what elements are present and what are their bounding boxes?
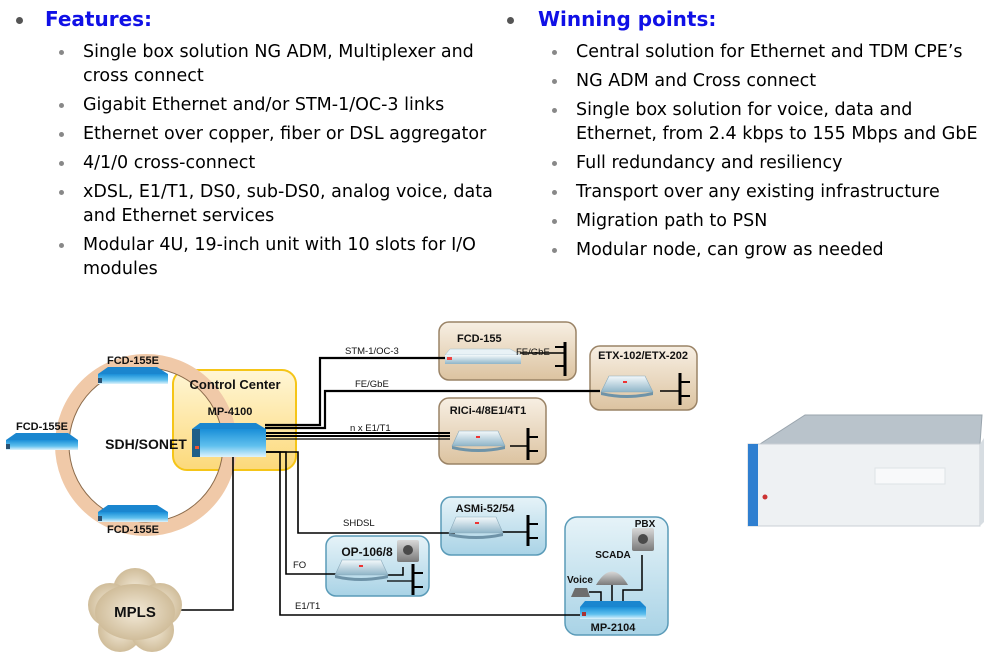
feature-item: Modular 4U, 19-inch unit with 10 slots f… xyxy=(59,233,498,281)
winning-point-item: Single box solution for voice, data and … xyxy=(552,98,996,146)
link-fegbe-label: FE/GbE xyxy=(355,379,389,390)
bullet-icon xyxy=(59,132,64,137)
asmi-label: ASMi-52/54 xyxy=(456,503,516,515)
scada-label: SCADA xyxy=(595,550,631,561)
pbx-label: PBX xyxy=(635,519,656,530)
scada-icon xyxy=(596,571,628,585)
link-stm-label: STM-1/OC-3 xyxy=(345,346,399,357)
fcd-155-device xyxy=(444,348,522,364)
mp-4100-chassis-photo xyxy=(747,414,984,527)
mp-4100-device xyxy=(192,423,266,457)
ring-label: SDH/SONET xyxy=(105,436,187,452)
ring-node-bottom-label: FCD-155E xyxy=(107,524,159,536)
link-shdsl-label: SHDSL xyxy=(343,518,375,529)
control-center-title: Control Center xyxy=(190,377,281,392)
link-e1t1 xyxy=(265,451,590,616)
rici-device xyxy=(451,430,506,452)
link-stm xyxy=(265,356,450,427)
bullet-icon xyxy=(552,219,557,224)
winning-points-list: Central solution for Ethernet and TDM CP… xyxy=(552,40,996,267)
bullet-icon xyxy=(552,108,557,113)
bullet-icon xyxy=(16,17,23,24)
bullet-icon xyxy=(59,161,64,166)
link-fegbe xyxy=(265,389,600,430)
ring-node-top xyxy=(98,367,168,384)
etx-device xyxy=(600,375,654,398)
winning-point-item: Migration path to PSN xyxy=(552,209,996,233)
bullet-icon xyxy=(59,50,64,55)
voice-phone-icon xyxy=(571,588,590,597)
mp-2104-device xyxy=(580,601,646,619)
feature-item: xDSL, E1/T1, DS0, sub-DS0, analog voice,… xyxy=(59,180,498,228)
op-label: OP-106/8 xyxy=(341,545,393,559)
bullet-icon xyxy=(552,50,557,55)
mpls-label: MPLS xyxy=(114,604,156,621)
feature-item: Single box solution NG ADM, Multiplexer … xyxy=(59,40,498,88)
ring-node-left-label: FCD-155E xyxy=(16,421,68,433)
bullet-icon xyxy=(552,79,557,84)
ring-node-left xyxy=(6,433,78,450)
winning-point-item: Central solution for Ethernet and TDM CP… xyxy=(552,40,996,64)
mp-4100-label: MP-4100 xyxy=(208,406,253,418)
link-e1t1n-label: n x E1/T1 xyxy=(350,423,391,434)
mp-2104-label: MP-2104 xyxy=(591,622,637,634)
bullet-icon xyxy=(59,103,64,108)
winning-point-item: Transport over any existing infrastructu… xyxy=(552,180,996,204)
bullet-icon xyxy=(507,17,514,24)
link-e1t1-label: E1/T1 xyxy=(295,601,320,612)
link-fo-label: FO xyxy=(293,560,306,571)
ring-node-bottom xyxy=(98,505,168,522)
etx-label: ETX-102/ETX-202 xyxy=(598,350,688,362)
winning-point-item: NG ADM and Cross connect xyxy=(552,69,996,93)
bullet-icon xyxy=(552,248,557,253)
features-heading: Features: xyxy=(45,7,153,31)
features-list: Single box solution NG ADM, Multiplexer … xyxy=(59,40,498,286)
feature-item: Ethernet over copper, fiber or DSL aggre… xyxy=(59,122,498,146)
network-diagram: FCD-155E FCD-155E FCD-155E SDH/SONET Con… xyxy=(6,321,984,652)
feature-item: Gigabit Ethernet and/or STM-1/OC-3 links xyxy=(59,93,498,117)
winning-points-heading: Winning points: xyxy=(538,7,717,31)
fcd-155-port-label: FE/GbE xyxy=(516,347,550,358)
bullet-icon xyxy=(59,190,64,195)
voice-label: Voice xyxy=(567,575,593,586)
asmi-device xyxy=(448,516,504,539)
op-device xyxy=(334,559,389,581)
fcd-155-label: FCD-155 xyxy=(457,333,502,345)
mpls-cloud xyxy=(88,568,182,652)
winning-point-item: Modular node, can grow as needed xyxy=(552,238,996,262)
bullet-icon xyxy=(552,161,557,166)
ring-node-top-label: FCD-155E xyxy=(107,355,159,367)
feature-item: 4/1/0 cross-connect xyxy=(59,151,498,175)
winning-point-item: Full redundancy and resiliency xyxy=(552,151,996,175)
link-mpls xyxy=(178,455,234,611)
bullet-icon xyxy=(552,190,557,195)
bullet-icon xyxy=(59,243,64,248)
rici-label: RICi-4/8E1/4T1 xyxy=(450,405,526,417)
